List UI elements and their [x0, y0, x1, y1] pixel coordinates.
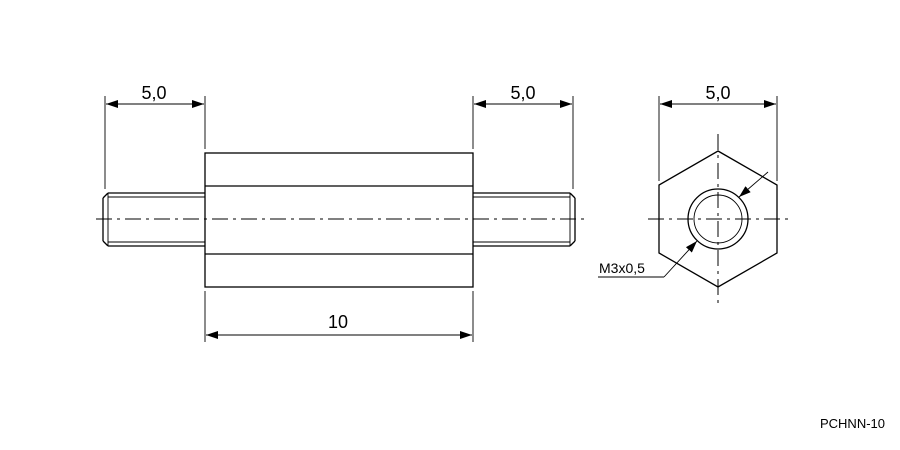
dim-hex-width: 5,0 [658, 83, 778, 181]
thread-leader: M3x0,5 [598, 171, 769, 278]
dim-hex-width-label: 5,0 [705, 83, 730, 103]
dim-right-thread-label: 5,0 [510, 83, 535, 103]
dim-left-thread-label: 5,0 [141, 83, 166, 103]
thread-callout-label: M3x0,5 [599, 260, 645, 276]
left-thread-stud [102, 192, 205, 247]
dim-body-length-label: 10 [328, 312, 348, 332]
dim-body-length: 10 [204, 291, 474, 342]
part-code: PCHNN-10 [820, 416, 885, 431]
hex-body [204, 152, 474, 288]
side-view: 5,0 5,0 10 [96, 83, 584, 342]
dim-left-thread: 5,0 [104, 83, 206, 189]
dim-right-thread: 5,0 [472, 83, 574, 189]
end-view: M3x0,5 5,0 [598, 83, 790, 304]
